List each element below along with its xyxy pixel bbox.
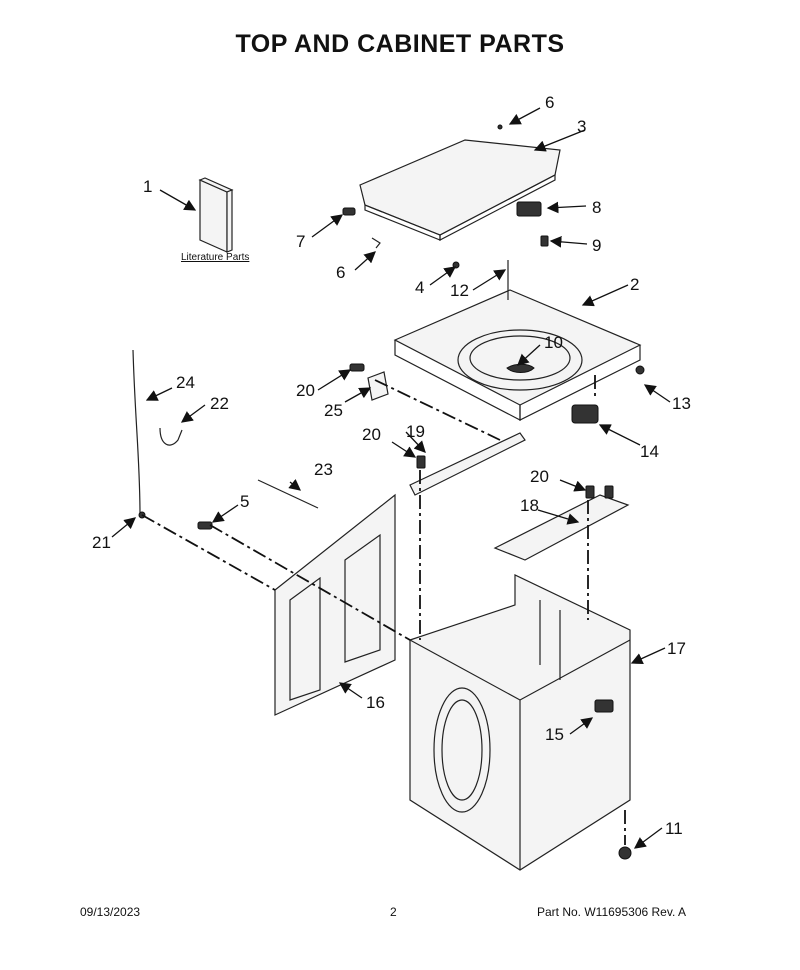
callout-labels: 1 2 3 4 5 6 6 7 8 9 10 11 12 13 14 15 16… <box>92 93 691 838</box>
rear-panel-part <box>274 493 396 716</box>
cabinet-part <box>409 574 632 871</box>
footer-part-number: Part No. W11695306 Rev. A <box>537 905 686 919</box>
callout-1: 1 <box>143 177 152 196</box>
callout-11: 11 <box>665 819 683 838</box>
callout-13: 13 <box>672 394 691 413</box>
callout-25: 25 <box>324 401 343 420</box>
footer-date: 09/13/2023 <box>80 905 141 919</box>
top-panel-part <box>393 260 645 424</box>
callout-6: 6 <box>336 263 345 282</box>
callout-5: 5 <box>240 492 249 511</box>
callout-16: 16 <box>366 693 385 712</box>
callout-20: 20 <box>362 425 381 444</box>
callout-3: 3 <box>577 117 586 136</box>
callout-17: 17 <box>667 639 686 658</box>
callout-18: 18 <box>520 496 539 515</box>
callout-2: 2 <box>630 275 639 294</box>
side-brackets <box>409 432 630 561</box>
callout-9: 9 <box>592 236 601 255</box>
small-parts-left <box>132 349 389 530</box>
lid-fasteners <box>342 201 549 269</box>
callout-21: 21 <box>92 533 111 552</box>
literature-booklet <box>198 177 234 253</box>
callout-19: 19 <box>406 422 425 441</box>
assembly-lines <box>141 375 626 845</box>
callout-14: 14 <box>640 442 659 461</box>
callout-12: 12 <box>450 281 469 300</box>
page-title: TOP AND CABINET PARTS <box>235 30 565 58</box>
callout-10: 10 <box>544 333 563 352</box>
callout-4: 4 <box>415 278 424 297</box>
callout-23: 23 <box>314 460 333 479</box>
callout-22: 22 <box>210 394 229 413</box>
callout-15: 15 <box>545 725 564 744</box>
literature-parts-label: Literature Parts <box>181 252 249 263</box>
callout-8: 8 <box>592 198 601 217</box>
callout-20: 20 <box>296 381 315 400</box>
lid-part <box>359 124 561 241</box>
callout-24: 24 <box>176 373 195 392</box>
leader-arrows <box>111 107 671 849</box>
callout-7: 7 <box>296 232 305 251</box>
footer-page-number: 2 <box>390 905 397 919</box>
callout-6: 6 <box>545 93 554 112</box>
callout-20: 20 <box>530 467 549 486</box>
